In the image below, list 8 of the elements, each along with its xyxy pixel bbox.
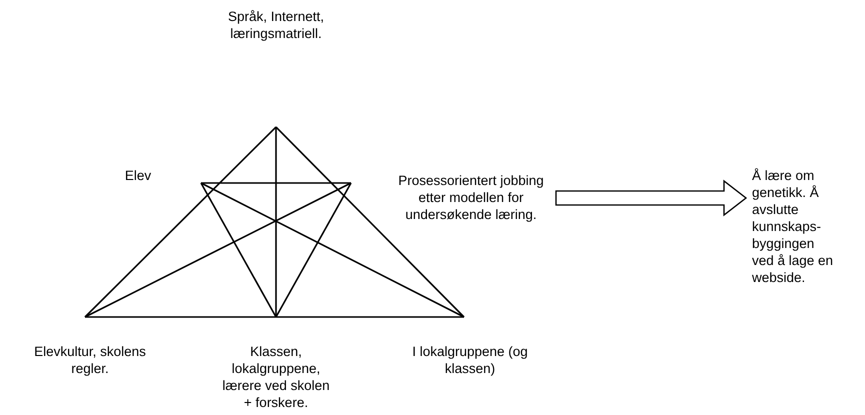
node-label: Å lære om genetikk. Å avslutte kunnskaps-byggingen ved å lage en webside.: [752, 167, 838, 286]
block-arrow: [555, 180, 748, 216]
node-label: Klassen, lokalgruppene, lærere ved skolen + forskere.: [221, 343, 331, 411]
node-label: Prosessorientert jobbing etter modellen for undersøkende læring.: [390, 172, 552, 223]
node-label: Elev: [118, 167, 158, 184]
node-label: I lokalgruppene (og klassen): [400, 343, 540, 377]
node-label: Språk, Internett, læringsmatriell.: [196, 8, 356, 42]
node-label: Elevkultur, skolens regler.: [20, 343, 160, 377]
